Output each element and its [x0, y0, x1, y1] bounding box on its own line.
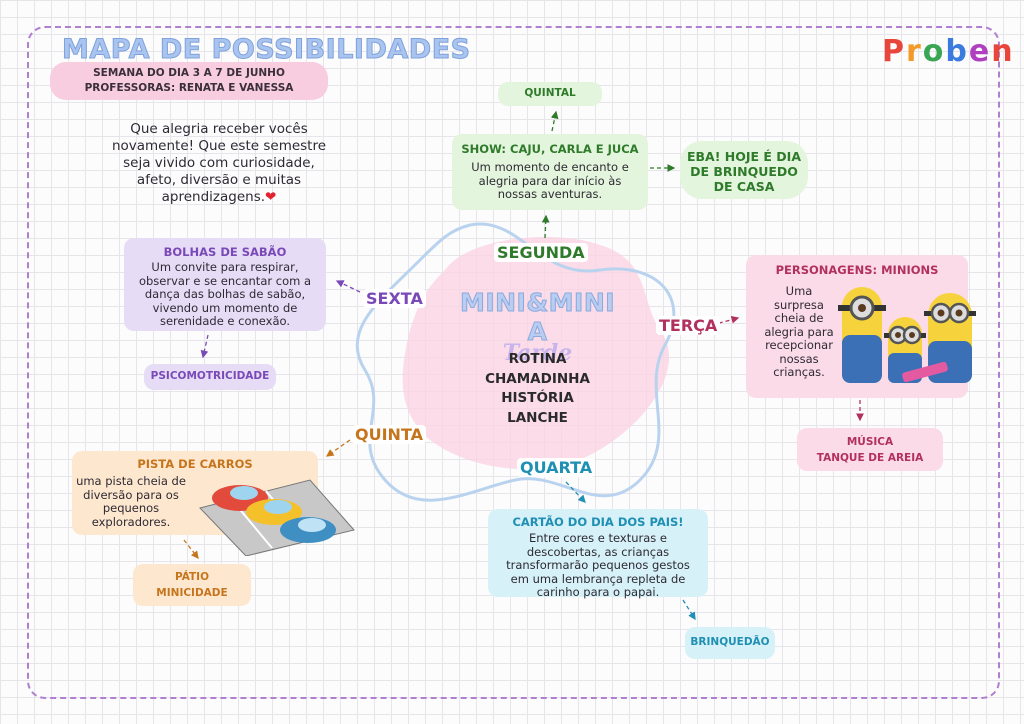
day-label-terca: TERÇA: [656, 316, 721, 335]
car-yellow: [246, 499, 302, 525]
connector-quarta: [565, 481, 586, 503]
minion-left: [838, 287, 886, 383]
brinquedao-label: BRINQUEDÃO: [690, 636, 770, 648]
logo-letter: n: [991, 34, 1015, 69]
logo-letter: P: [882, 34, 906, 69]
intro-line: Que alegria receber vocês: [130, 121, 308, 137]
parking-cars-illustration: [199, 479, 355, 556]
heart-icon: ❤: [265, 189, 277, 205]
connector-patio: [183, 539, 199, 560]
brand-logo: Proben: [882, 34, 1015, 69]
show-title: SHOW: CAJU, CARLA E JUCA: [461, 142, 639, 156]
intro-line: aprendizagens.❤: [161, 189, 277, 205]
page-title: MAPA DE POSSIBILIDADES: [62, 34, 471, 66]
connector-terca: [711, 315, 740, 326]
minions-illustration: [838, 287, 976, 383]
routine-item: ROTINA: [508, 351, 567, 367]
page-frame: [27, 26, 1000, 699]
day-label-quinta: QUINTA: [352, 425, 426, 444]
day-label-quarta: QUARTA: [517, 458, 596, 477]
minions-title: PERSONAGENS: MINIONS: [775, 263, 939, 277]
pais-title: CARTÃO DO DIA DOS PAIS!: [512, 515, 684, 529]
center-blue-outline: [355, 222, 676, 502]
week-text: SEMANA DO DIA 3 A 7 DE JUNHO: [93, 67, 285, 79]
connector-segunda: [541, 214, 550, 239]
car-blue: [280, 517, 336, 543]
routine-item: CHAMADINHA: [485, 370, 590, 387]
connector-quintal: [550, 110, 559, 132]
logo-letter: e: [968, 34, 992, 69]
show-card: SHOW: CAJU, CARLA E JUCA Um momento de e…: [452, 134, 648, 210]
psico-label: PSICOMOTRICIDADE: [150, 370, 270, 382]
routine-item: HISTÓRIA: [501, 390, 574, 406]
routine-item: LANCHE: [507, 409, 568, 426]
center-title: MINI&MINI A Tarde: [450, 288, 625, 367]
intro-line: afeto, diversão e muitas: [136, 172, 302, 188]
connector-psico: [200, 334, 209, 359]
intro-text: Que alegria receber vocês novamente! Que…: [104, 121, 334, 206]
connector-brinquedao: [682, 599, 696, 621]
bolhas-card: BOLHAS DE SABÃO Um convite para respirar…: [124, 238, 326, 331]
minion-right: [924, 293, 976, 383]
brinquedao-card: BRINQUEDÃO: [685, 627, 775, 659]
intro-line: seja vivido com curiosidade,: [123, 155, 315, 171]
logo-letter: b: [945, 34, 969, 69]
carros-title: PISTA DE CARROS: [137, 457, 253, 471]
intro-line: novamente! Que este semestre: [111, 138, 327, 154]
day-label-segunda: SEGUNDA: [494, 243, 588, 262]
day-label-sexta: SEXTA: [363, 289, 426, 308]
pais-card: CARTÃO DO DIA DOS PAIS! Entre cores e te…: [488, 509, 708, 599]
bolhas-body: Um convite para respirar,observar e se e…: [138, 260, 312, 328]
minion-middle: [884, 317, 926, 383]
center-title-line1: MINI&MINI A: [459, 288, 616, 347]
bolhas-title: BOLHAS DE SABÃO: [163, 245, 287, 259]
logo-letter: r: [906, 34, 923, 69]
connector-sexta: [335, 280, 361, 293]
quintal-card: QUINTAL: [498, 82, 602, 106]
logo-letter: o: [922, 34, 946, 69]
quintal-label: QUINTAL: [524, 87, 576, 99]
week-badge: SEMANA DO DIA 3 A 7 DE JUNHO PROFESSORAS…: [50, 62, 328, 100]
center-title-line2: Tarde: [502, 340, 573, 366]
connector-quinta: [325, 439, 351, 457]
teachers-text: PROFESSORAS: RENATA E VANESSA: [84, 82, 294, 94]
center-routine-list: ROTINA CHAMADINHA HISTÓRIA LANCHE: [450, 350, 625, 428]
psico-card: PSICOMOTRICIDADE: [144, 364, 276, 390]
center-pink-blob: [402, 237, 670, 470]
